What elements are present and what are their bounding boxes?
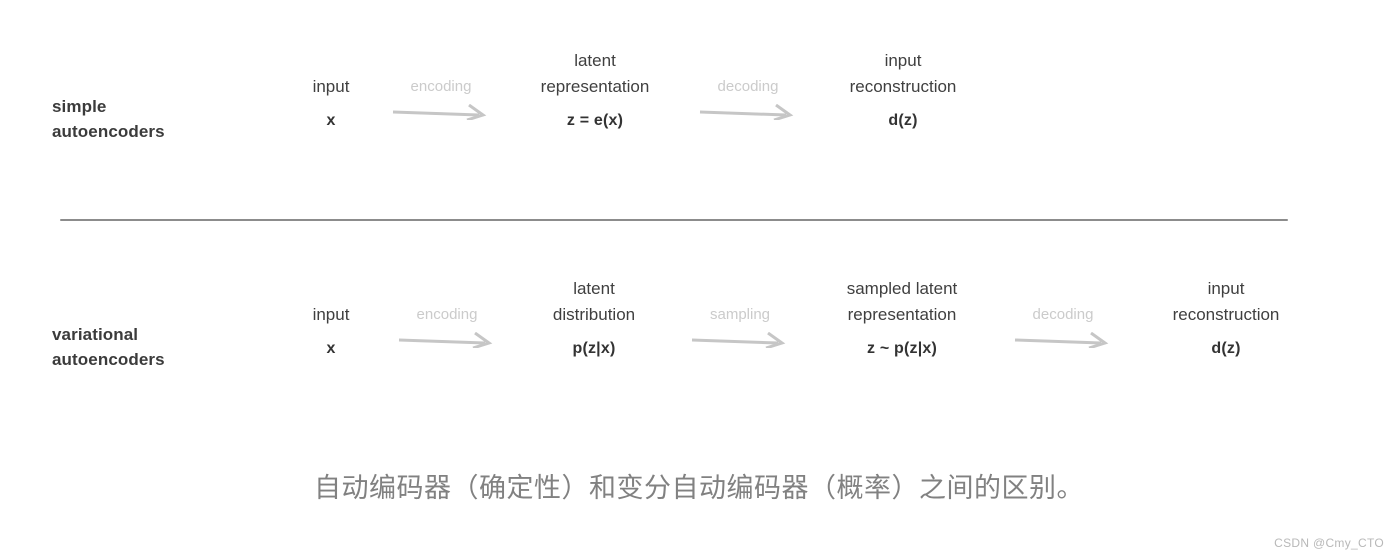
row-label-simple-autoencoders: simple autoencoders <box>52 94 165 144</box>
arrow-encoding-variational: encoding <box>387 276 507 348</box>
arrow-decoding-simple: decoding <box>688 48 808 120</box>
stage-latent-distribution: latent distribution p(z|x) <box>553 276 635 358</box>
stage-title-line1: sampled latent <box>846 279 958 298</box>
stage-title-line2: reconstruction <box>1172 305 1280 324</box>
arrow-sampling-variational: sampling <box>680 276 800 348</box>
arrow-label: sampling <box>709 306 771 323</box>
diagram-row-variational-autoencoders: variational autoencoders input x encodin… <box>0 276 1398 396</box>
stage-title-line1: latent <box>573 279 615 298</box>
stage-title-line1: latent <box>574 51 616 70</box>
row-label-variational-autoencoders: variational autoencoders <box>52 322 165 372</box>
stage-latent-representation: latent representation z = e(x) <box>541 48 650 130</box>
stage-input-reconstruction-simple: input reconstruction d(z) <box>850 48 957 130</box>
stage-formula: d(z) <box>888 112 918 129</box>
stage-title: input <box>313 48 350 100</box>
figure-caption: 自动编码器（确定性）和变分自动编码器（概率）之间的区别。 <box>314 473 1084 503</box>
stage-title: latent distribution <box>553 276 635 328</box>
arrow-right-icon <box>398 332 493 348</box>
arrow-label: encoding <box>416 306 478 323</box>
stage-formula: x <box>326 340 336 357</box>
arrow-decoding-variational: decoding <box>1003 276 1123 348</box>
row-label-line2: autoencoders <box>52 122 165 141</box>
arrow-right-icon <box>699 104 794 120</box>
stage-title-line1: input <box>1207 279 1245 298</box>
section-divider <box>60 219 1288 221</box>
stage-title: sampled latent representation <box>847 276 958 328</box>
row-label-line2: autoencoders <box>52 350 165 369</box>
stage-title-line2: distribution <box>552 305 636 324</box>
arrow-label: decoding <box>717 78 779 95</box>
arrow-label: decoding <box>1032 306 1094 323</box>
stage-formula: z ~ p(z|x) <box>866 340 938 357</box>
diagram-row-simple-autoencoders: simple autoencoders input x encoding lat… <box>0 48 1398 168</box>
stage-title-line2: representation <box>847 305 957 324</box>
arrow-right-icon <box>1014 332 1109 348</box>
stage-title-line1: input <box>312 305 350 324</box>
row-label-line1: simple <box>52 97 107 116</box>
stage-title: input reconstruction <box>850 48 957 100</box>
stage-title-line1: input <box>312 77 350 96</box>
stage-title-line2: reconstruction <box>849 77 957 96</box>
arrow-label: encoding <box>410 78 472 95</box>
arrow-right-icon <box>691 332 786 348</box>
stage-formula: p(z|x) <box>572 340 616 357</box>
stage-title: latent representation <box>541 48 650 100</box>
stage-title-line1: input <box>884 51 922 70</box>
stage-title-line2: representation <box>540 77 650 96</box>
row-label-line1: variational <box>52 325 139 344</box>
stage-input-reconstruction-variational: input reconstruction d(z) <box>1173 276 1280 358</box>
stage-formula: d(z) <box>1211 340 1241 357</box>
stage-title: input reconstruction <box>1173 276 1280 328</box>
watermark: CSDN @Cmy_CTO <box>1274 536 1384 550</box>
stage-formula: z = e(x) <box>566 112 624 129</box>
stage-input-simple: input x <box>313 48 350 130</box>
stage-formula: x <box>326 112 336 129</box>
stage-input-variational: input x <box>313 276 350 358</box>
stage-sampled-latent-representation: sampled latent representation z ~ p(z|x) <box>847 276 958 358</box>
stage-title: input <box>313 276 350 328</box>
arrow-encoding-simple: encoding <box>381 48 501 120</box>
arrow-right-icon <box>392 104 487 120</box>
